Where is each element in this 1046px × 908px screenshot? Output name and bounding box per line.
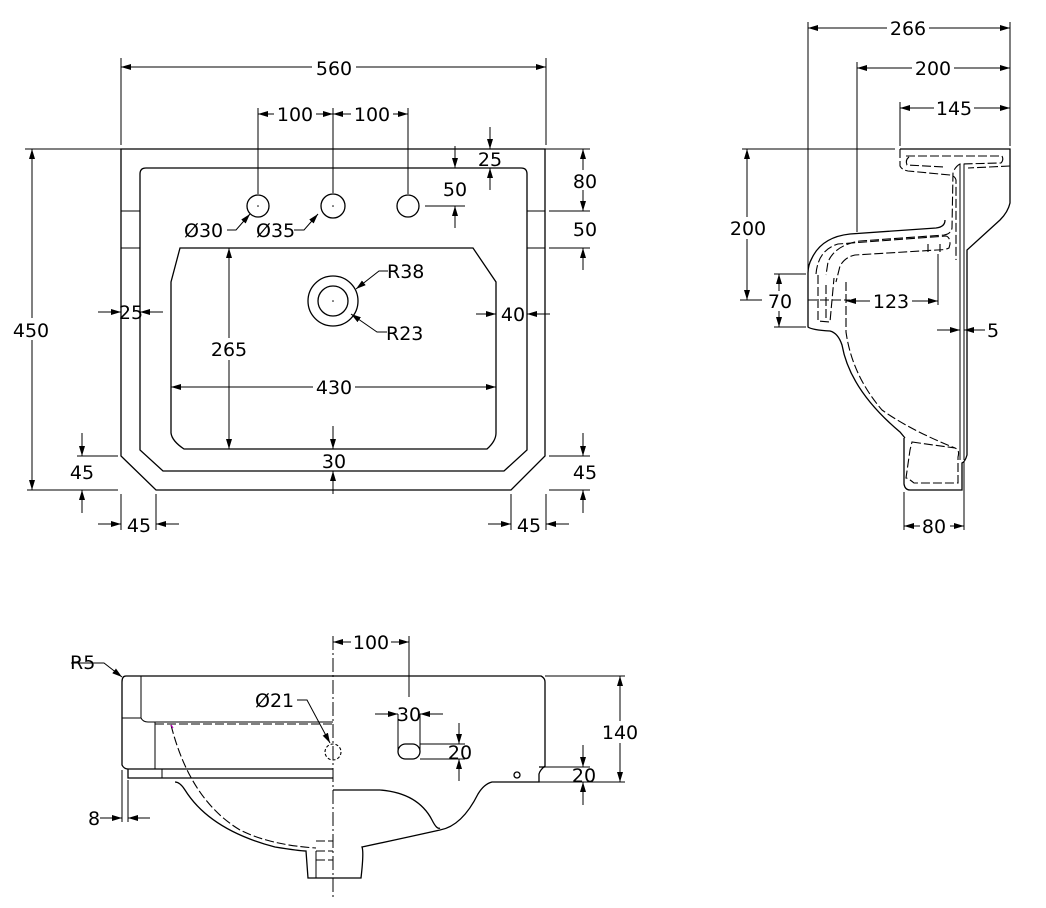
plan-view: 560 100 100 25 50 80 50 Ø30 Ø35 xyxy=(12,56,600,537)
dim-overall-depth: 450 xyxy=(13,320,49,342)
dim-chamfer-right-vertical: 45 xyxy=(573,462,597,484)
label-waste-outer-radius: R38 xyxy=(387,261,424,283)
dim-overflow-height: 70 xyxy=(768,291,792,313)
dim-tap-offset: 100 xyxy=(353,632,389,654)
dim-height-to-overflow: 200 xyxy=(730,218,766,240)
small-hole xyxy=(513,771,521,779)
front-outline xyxy=(126,675,546,879)
tap-slot xyxy=(397,743,421,760)
side-view: 266 200 145 200 70 123 5 xyxy=(727,17,1011,538)
dim-tap-spacing-left: 100 xyxy=(277,104,313,126)
waste-center-dot xyxy=(332,300,334,302)
dim-lip-height: 20 xyxy=(572,765,596,787)
dim-slot-height: 20 xyxy=(448,742,472,764)
bowl-outline xyxy=(170,247,497,450)
dim-back-to-ledge: 80 xyxy=(573,171,597,193)
dim-chamfer-left-horizontal: 45 xyxy=(127,515,151,537)
tap-center-dot-left xyxy=(257,205,259,207)
dim-chamfer-right-horizontal: 45 xyxy=(517,515,541,537)
dim-bowl-width: 430 xyxy=(316,377,352,399)
dim-wall-gap: 5 xyxy=(987,320,999,342)
waste-inner-circle xyxy=(317,285,349,317)
label-tap-hole-left: Ø30 xyxy=(184,220,223,242)
dim-base-depth: 80 xyxy=(922,516,946,538)
waste-outer-circle xyxy=(307,275,359,327)
dim-rim-to-tap-edge: 25 xyxy=(478,149,502,171)
basin-rim-outline xyxy=(139,167,528,472)
dim-tap-spacing-right: 100 xyxy=(354,104,390,126)
dim-bowl-projection: 200 xyxy=(915,58,951,80)
label-overflow-hole: Ø21 xyxy=(255,690,294,712)
dim-slot-width: 30 xyxy=(397,704,421,726)
dim-overall-projection: 266 xyxy=(890,18,926,40)
side-bowl-outline xyxy=(807,219,946,274)
tap-hole-center xyxy=(320,193,346,219)
label-waste-inner-radius: R23 xyxy=(386,323,423,345)
dim-chamfer-left-vertical: 45 xyxy=(70,462,94,484)
dim-overall-width: 560 xyxy=(316,58,352,80)
dim-side-rim-right: 40 xyxy=(501,304,525,326)
tap-hole-right xyxy=(396,194,420,218)
dim-side-offset: 8 xyxy=(88,808,100,830)
dim-overall-height: 140 xyxy=(602,722,638,744)
label-tap-hole-center: Ø35 xyxy=(256,220,295,242)
dim-ledge-depth: 50 xyxy=(573,219,597,241)
dim-overflow-to-wall: 123 xyxy=(873,291,909,313)
side-top-bracket xyxy=(900,148,1011,491)
tap-hole-left xyxy=(246,194,270,218)
front-view: R5 Ø21 100 30 20 140 20 xyxy=(70,631,640,898)
dim-wall-bracket-projection: 145 xyxy=(936,98,972,120)
dim-side-rim-left: 25 xyxy=(119,302,143,324)
label-corner-radius: R5 xyxy=(70,652,95,674)
dim-bowl-depth: 265 xyxy=(211,339,247,361)
dim-tap-center-offset: 50 xyxy=(443,179,467,201)
dim-front-rim: 30 xyxy=(322,451,346,473)
tap-center-dot-center xyxy=(332,205,334,207)
